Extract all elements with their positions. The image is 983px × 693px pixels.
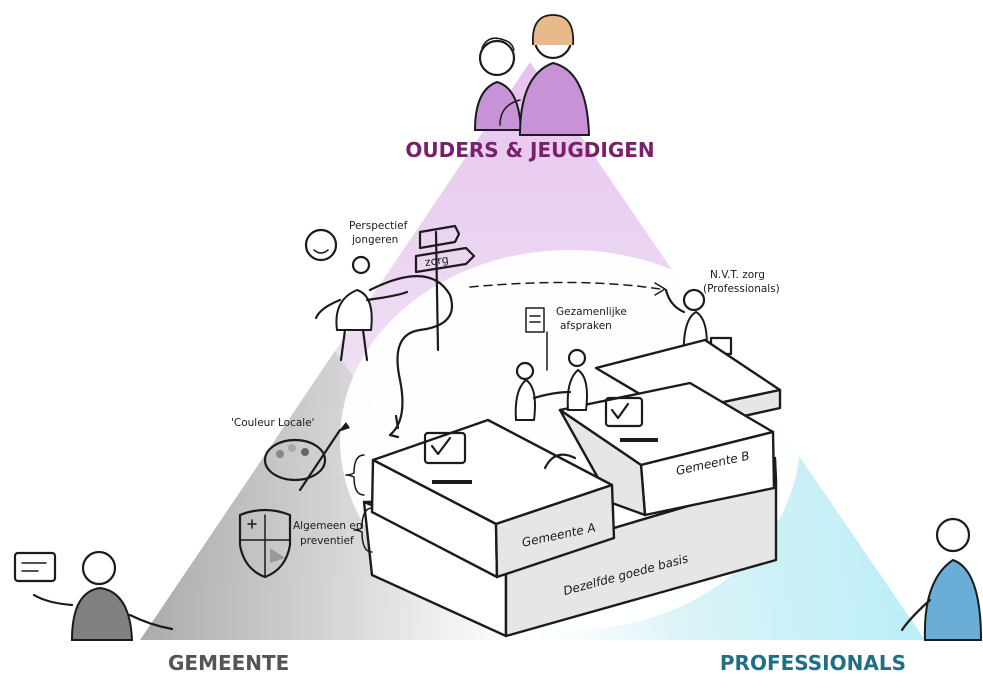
couleur-locale-label: 'Couleur Locale'	[231, 417, 315, 429]
corner-label-top: OUDERS & JEUGDIGEN	[405, 138, 654, 162]
bracket-bottom	[353, 507, 373, 553]
shield-icon	[238, 508, 292, 579]
dashed-arrow-head	[654, 282, 666, 296]
algemeen-line1: Algemeen en	[293, 520, 362, 532]
signpost	[414, 224, 476, 352]
gezamenlijke-line2: afspraken	[560, 320, 612, 332]
bracket-top	[345, 454, 365, 496]
paint-palette-icon	[263, 422, 350, 492]
professionals-figure	[900, 517, 983, 641]
parents-youth-figures	[473, 14, 591, 136]
signpost-label: zorg	[424, 253, 449, 269]
dashed-arrow	[469, 281, 661, 290]
perspectief-line1: Perspectief	[349, 220, 408, 232]
algemeen-line2: preventief	[300, 535, 354, 547]
corner-label-left: GEMEENTE	[168, 651, 289, 675]
corner-label-right: PROFESSIONALS	[720, 651, 906, 675]
youth-perspective-figure	[304, 228, 409, 362]
platform-stack	[362, 338, 782, 638]
nvt-zorg-line2: (Professionals)	[703, 283, 780, 295]
gezamenlijke-line1: Gezamenlijke	[556, 306, 627, 318]
agreements-note-icon	[525, 307, 548, 371]
nvt-zorg-line1: N.V.T. zorg	[710, 269, 765, 281]
perspective-arrow	[368, 275, 453, 439]
gemeente-figure	[13, 550, 174, 641]
perspectief-line2: jongeren	[351, 234, 398, 246]
